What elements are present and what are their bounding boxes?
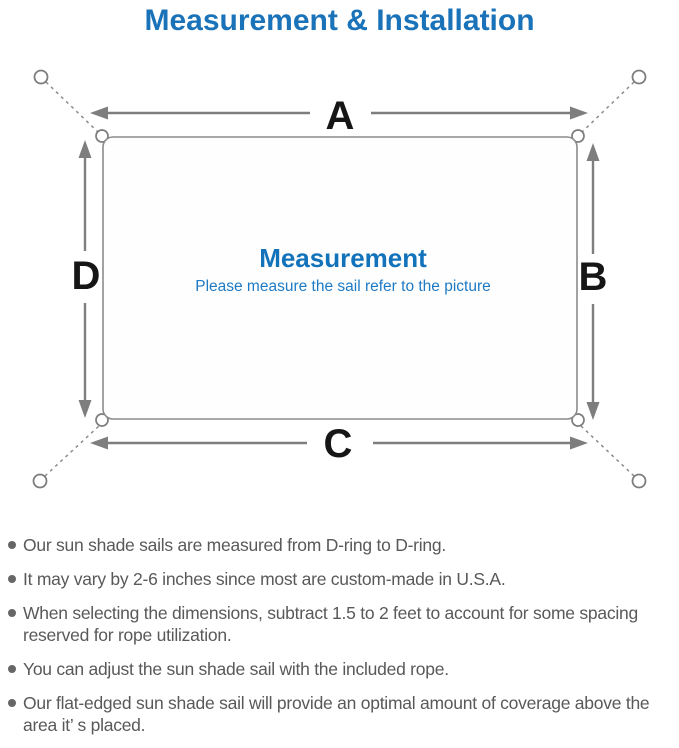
dimension-label-b: B [579,255,608,299]
rope-line-top-right [580,81,635,134]
note-item: When selecting the dimensions, subtract … [8,602,674,646]
anchor-ring-top-right-icon [631,69,647,85]
notes-list: Our sun shade sails are measured from D-… [8,534,674,748]
bullet-dot-icon [8,665,16,673]
note-text: Our flat-edged sun shade sail will provi… [23,693,650,735]
note-text: You can adjust the sun shade sail with t… [23,659,449,679]
dimension-label-c: C [324,422,353,466]
measurement-diagram: A C D B Measurement Please measure the s… [32,69,647,489]
d-ring-bottom-right-icon [571,413,585,427]
d-ring-top-left-icon [95,129,109,143]
rope-line-top-left [45,81,100,134]
d-ring-bottom-left-icon [95,413,109,427]
dimension-arrow-d [78,140,92,418]
note-item: Our flat-edged sun shade sail will provi… [8,692,674,736]
note-text: Our sun shade sails are measured from D-… [23,535,446,555]
sail-rectangle [102,136,578,420]
note-item: Our sun shade sails are measured from D-… [8,534,674,556]
note-item: You can adjust the sun shade sail with t… [8,658,674,680]
page-title: Measurement & Installation [144,4,535,37]
bullet-dot-icon [8,575,16,583]
anchor-ring-bottom-right-icon [631,473,647,489]
note-item: It may vary by 2-6 inches since most are… [8,568,674,590]
dimension-label-a: A [326,94,355,138]
dimension-arrow-a [90,106,588,120]
anchor-ring-bottom-left-icon [32,473,48,489]
bullet-dot-icon [8,699,16,707]
anchor-ring-top-left-icon [33,69,49,85]
rope-line-bottom-right [579,424,635,477]
dimension-arrow-c [90,436,588,450]
diagram-center-title: Measurement [259,243,427,273]
d-ring-top-right-icon [571,129,585,143]
dimension-arrow-b [586,143,600,420]
bullet-dot-icon [8,609,16,617]
note-text: It may vary by 2-6 inches since most are… [23,569,506,589]
note-text: When selecting the dimensions, subtract … [23,603,638,645]
rope-line-bottom-left [44,424,101,477]
bullet-dot-icon [8,541,16,549]
dimension-label-d: D [72,254,101,298]
diagram-center-subtitle: Please measure the sail refer to the pic… [195,278,491,295]
